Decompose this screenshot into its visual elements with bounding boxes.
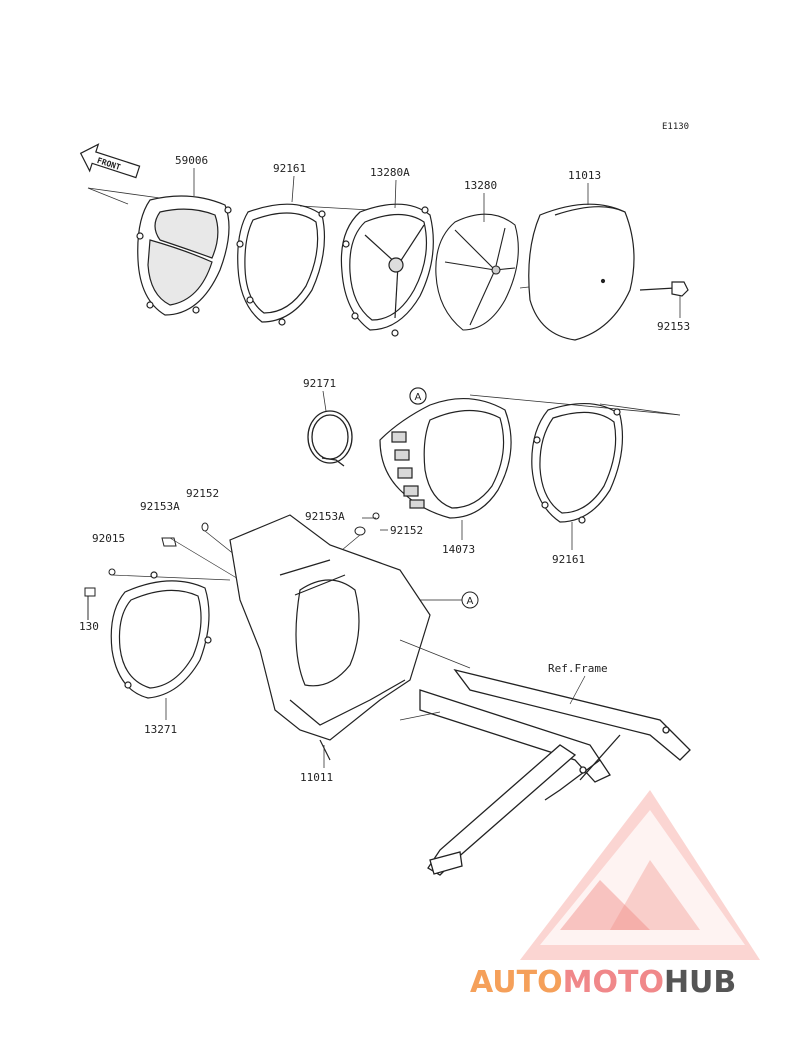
label-11011: 11011 bbox=[300, 771, 333, 784]
label-92161-mid: 92161 bbox=[552, 553, 585, 566]
small-fasteners bbox=[84, 512, 380, 620]
label-92171: 92171 bbox=[303, 377, 336, 390]
part-13280-cage bbox=[435, 213, 519, 331]
part-92161-gasket-mid bbox=[531, 402, 624, 524]
label-92015: 92015 bbox=[92, 532, 125, 545]
part-92153-bolt bbox=[639, 281, 689, 297]
watermark-logo bbox=[520, 790, 760, 960]
label-ref-frame: Ref.Frame bbox=[548, 662, 608, 675]
label-13271: 13271 bbox=[144, 723, 177, 736]
part-14073-duct bbox=[379, 387, 512, 519]
diagram-code: E1130 bbox=[662, 122, 689, 132]
part-ref-frame bbox=[419, 668, 691, 876]
watermark-text: AUTOMOTOHUB bbox=[470, 965, 736, 1000]
label-92153A-left: 92153A bbox=[140, 500, 180, 513]
part-92171-clamp bbox=[307, 410, 353, 467]
part-11013-filter bbox=[528, 203, 635, 341]
part-11011-airbox bbox=[229, 514, 431, 761]
svg-text:A: A bbox=[415, 392, 422, 403]
watermark-moto: MOTO bbox=[563, 965, 664, 1000]
part-13280A-frame bbox=[340, 203, 434, 337]
label-leaders bbox=[87, 168, 681, 768]
svg-text:A: A bbox=[467, 596, 474, 607]
label-14073: 14073 bbox=[442, 543, 475, 556]
label-130: 130 bbox=[79, 620, 99, 633]
label-92152-left: 92152 bbox=[186, 487, 219, 500]
label-13280: 13280 bbox=[464, 179, 497, 192]
label-92161-top: 92161 bbox=[273, 162, 306, 175]
part-92161-gasket-top bbox=[236, 203, 326, 326]
label-92153A-mid: 92153A bbox=[305, 510, 345, 523]
part-59006-screen bbox=[136, 195, 232, 316]
watermark-hub: HUB bbox=[664, 965, 736, 1000]
label-11013: 11013 bbox=[568, 169, 601, 182]
callout-a-top: A bbox=[409, 387, 427, 405]
label-13280A: 13280A bbox=[370, 166, 410, 179]
front-label: FRONT bbox=[96, 156, 122, 172]
label-59006: 59006 bbox=[175, 154, 208, 167]
mid-axis-lines bbox=[469, 394, 681, 416]
watermark-auto: AUTO bbox=[470, 965, 563, 1000]
label-92153: 92153 bbox=[657, 320, 690, 333]
callout-a-bottom: A bbox=[420, 591, 479, 609]
frame-leaders bbox=[399, 639, 586, 721]
label-92152-mid: 92152 bbox=[390, 524, 423, 537]
part-13271-gasket bbox=[110, 571, 212, 699]
front-arrow-icon: FRONT bbox=[79, 143, 141, 179]
